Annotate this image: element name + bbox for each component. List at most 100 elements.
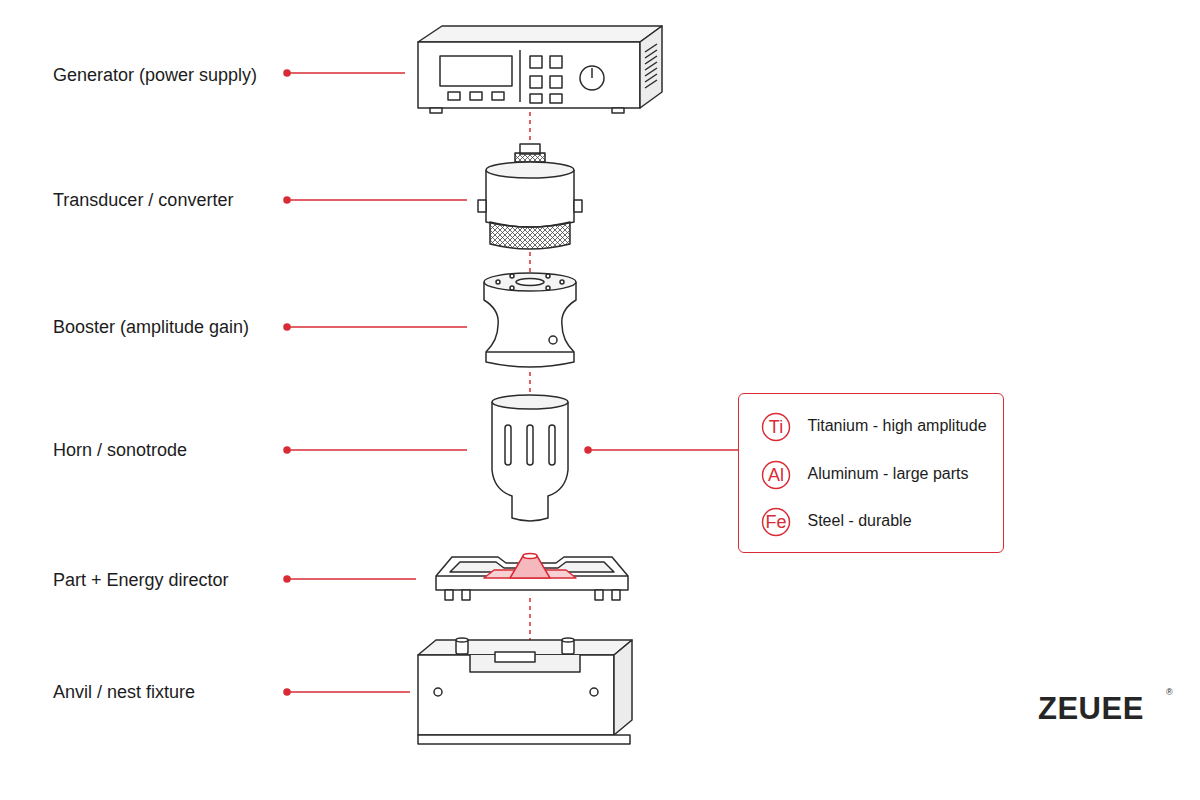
generator-top <box>418 26 662 42</box>
anvil-base-plate <box>418 735 630 744</box>
booster-hole <box>560 280 564 284</box>
generator-foot <box>612 108 624 113</box>
generator-vents <box>645 44 657 88</box>
leader-dot <box>585 447 591 453</box>
component-label: Booster (amplitude gain) <box>53 317 249 338</box>
component-label: Transducer / converter <box>53 190 233 211</box>
part-clip <box>462 590 470 600</box>
part-illustration <box>436 554 628 601</box>
brand-logo: ZEUEE <box>1038 691 1144 727</box>
leader-dot <box>284 576 290 582</box>
anvil-pin-top <box>562 638 574 642</box>
material-description: Titanium - high amplitude <box>808 417 987 435</box>
leader-line <box>287 691 410 693</box>
generator-side <box>640 26 662 108</box>
anvil-hole <box>590 688 598 696</box>
material-symbol: Fe <box>761 507 791 537</box>
component-label: Part + Energy director <box>53 570 229 591</box>
leader-line <box>287 326 467 328</box>
generator-button <box>530 76 542 88</box>
leader-lines <box>284 70 738 695</box>
horn-top <box>492 395 568 409</box>
part-clip <box>612 590 620 600</box>
material-description: Steel - durable <box>808 512 912 530</box>
horn-slot <box>549 425 555 465</box>
axis-segment <box>529 112 531 145</box>
axis-segment <box>529 372 531 394</box>
material-symbol-circle: Ti <box>761 412 791 442</box>
booster-bore <box>516 279 544 286</box>
leader-line <box>287 449 467 451</box>
leader-line <box>287 578 416 580</box>
transducer-bolt <box>574 200 582 212</box>
transducer-bolt <box>478 200 486 212</box>
generator-button <box>550 94 562 103</box>
booster-hole <box>496 280 500 284</box>
generator-button <box>530 56 542 68</box>
booster-flange <box>484 273 576 291</box>
transducer-connector-nut <box>515 153 545 162</box>
material-symbol-circle: Al <box>761 460 791 490</box>
generator-illustration <box>418 26 662 113</box>
anvil-pin-top <box>456 638 468 642</box>
anvil-side <box>614 640 632 735</box>
leader-line <box>287 72 405 74</box>
material-symbol: Al <box>761 460 791 490</box>
leader-dot <box>284 324 290 330</box>
generator-button <box>530 94 542 103</box>
generator-front <box>418 42 640 108</box>
anvil-nest-insert <box>495 652 535 662</box>
leader-dot <box>284 447 290 453</box>
booster-edge <box>486 351 574 353</box>
axis-segment <box>529 598 531 640</box>
booster-hole <box>546 274 550 278</box>
material-callout-box: Titanium - high amplitudeAluminum - larg… <box>738 393 1004 553</box>
booster-illustration <box>484 273 576 367</box>
horn-illustration <box>492 395 568 521</box>
component-label: Anvil / nest fixture <box>53 682 195 703</box>
anvil-front <box>418 655 614 735</box>
horn-slot <box>527 425 533 465</box>
generator-button <box>550 56 562 68</box>
registered-mark: ® <box>1166 687 1173 697</box>
transducer-knurl-band <box>490 222 570 249</box>
horn-body <box>492 402 568 521</box>
booster-screw <box>549 336 557 344</box>
horn-slot <box>505 425 511 465</box>
generator-foot <box>430 108 442 113</box>
booster-body <box>484 282 576 367</box>
booster-hole <box>510 286 514 290</box>
part-clip <box>595 590 603 600</box>
generator-divider <box>519 50 521 102</box>
material-symbol-circle: Fe <box>761 507 791 537</box>
knob-pointer <box>591 68 593 78</box>
component-label: Generator (power supply) <box>53 65 257 86</box>
generator-knob <box>580 66 604 90</box>
leader-line <box>588 449 738 451</box>
part-clip <box>445 590 453 600</box>
generator-button <box>550 76 562 88</box>
leader-dot <box>284 70 290 76</box>
component-label: Horn / sonotrode <box>53 440 187 461</box>
booster-hole <box>546 286 550 290</box>
generator-display <box>440 56 512 86</box>
anvil-illustration <box>418 638 632 744</box>
part-tray <box>436 557 628 590</box>
leader-dot <box>284 197 290 203</box>
transducer-top <box>486 162 574 178</box>
booster-hole <box>510 274 514 278</box>
generator-button <box>448 92 460 100</box>
axis-segment <box>529 252 531 272</box>
transducer-illustration <box>478 144 582 249</box>
generator-button <box>470 92 482 100</box>
leader-line <box>287 199 467 201</box>
material-description: Aluminum - large parts <box>808 465 969 483</box>
leader-dot <box>284 689 290 695</box>
material-symbol: Ti <box>761 412 791 442</box>
energy-director-cone <box>510 556 550 578</box>
energy-director-tip <box>523 554 537 559</box>
anvil-hole <box>434 688 442 696</box>
generator-button <box>492 92 504 100</box>
